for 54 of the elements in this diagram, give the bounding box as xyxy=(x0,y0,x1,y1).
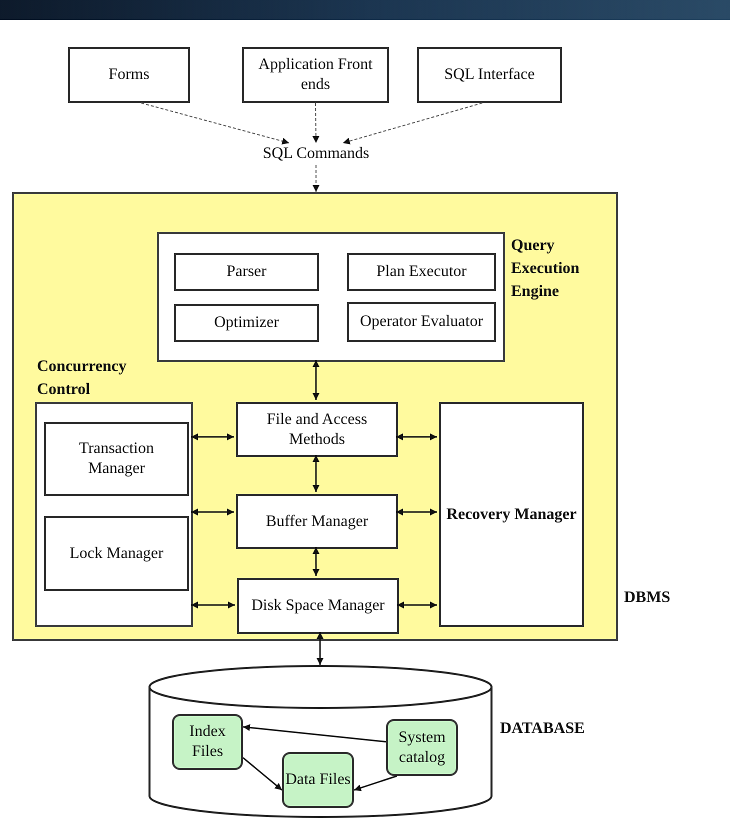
arrow xyxy=(354,775,398,792)
arrow xyxy=(191,433,234,440)
arrow xyxy=(396,508,437,516)
arrow xyxy=(191,601,235,608)
component-box xyxy=(174,304,319,342)
arrow xyxy=(191,508,234,516)
commands-label: SQL Commands xyxy=(262,144,370,164)
box-label: Operator Evaluator xyxy=(360,312,484,332)
arrow xyxy=(242,757,282,791)
arrow xyxy=(140,102,290,145)
arrow xyxy=(312,455,320,492)
component-box xyxy=(174,253,319,291)
box-label: Data Files xyxy=(285,770,351,790)
arrow xyxy=(397,601,437,608)
arrow xyxy=(312,360,320,400)
arrow xyxy=(312,547,320,576)
component-box xyxy=(237,578,399,634)
source-box xyxy=(242,47,389,103)
file-box xyxy=(386,719,458,776)
component-box xyxy=(347,253,496,291)
panel-title: DBMS xyxy=(624,588,670,608)
group-title: Concurrency Control xyxy=(37,357,128,400)
source-box xyxy=(417,47,562,103)
component-box xyxy=(236,494,398,549)
box-label: Index Files xyxy=(188,722,227,762)
box-label: Buffer Manager xyxy=(266,512,368,532)
box-label: Optimizer xyxy=(214,313,279,333)
database-title: DATABASE xyxy=(500,719,585,739)
source-box xyxy=(68,47,190,103)
component-box xyxy=(347,302,496,342)
file-box xyxy=(172,714,243,770)
component-box xyxy=(236,402,398,457)
file-box xyxy=(282,752,354,808)
arrow xyxy=(396,433,437,440)
component-box xyxy=(44,516,189,591)
box-label: Recovery Manager xyxy=(446,504,577,524)
box-label: System catalog xyxy=(397,728,447,768)
box-label: Plan Executor xyxy=(376,262,467,282)
component-box xyxy=(44,422,189,496)
group-title: Query Execution Engine xyxy=(511,236,580,302)
arrow xyxy=(312,102,320,144)
box-label: Lock Manager xyxy=(70,544,164,564)
arrow xyxy=(312,164,320,192)
arrow xyxy=(242,724,386,743)
box-label: Disk Space Manager xyxy=(251,596,385,616)
component-box xyxy=(439,402,584,627)
box-label: SQL Interface xyxy=(444,65,535,85)
box-label: Forms xyxy=(108,65,150,85)
arrow xyxy=(342,102,483,144)
box-label: File and Access Methods xyxy=(266,410,368,450)
box-label: Application Front ends xyxy=(257,55,374,95)
box-label: Parser xyxy=(226,262,266,282)
box-label: Transaction Manager xyxy=(78,439,155,479)
arrow xyxy=(316,632,324,665)
